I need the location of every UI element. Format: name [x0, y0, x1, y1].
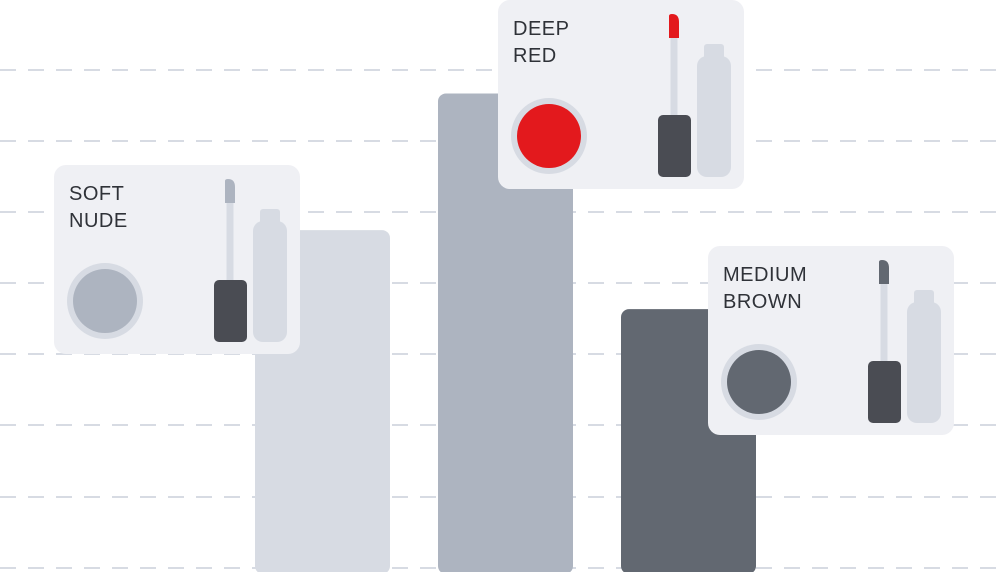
- shade-card-1: SOFT NUDE: [54, 165, 300, 354]
- lip-gloss-bottle-icon: [697, 44, 731, 177]
- bottle-body: [697, 56, 731, 177]
- card-label: SOFT NUDE: [69, 183, 128, 232]
- lip-gloss-wand-icon: [214, 179, 247, 342]
- bar-2: [438, 93, 573, 572]
- lip-gloss-bottle-icon: [253, 209, 287, 342]
- swatch-fill: [73, 269, 137, 333]
- card-label-line: DEEP: [513, 18, 569, 40]
- bottle-body: [907, 302, 941, 423]
- card-label-line: SOFT: [69, 183, 124, 205]
- wand-cap: [868, 361, 901, 423]
- card-label: DEEP RED: [513, 18, 569, 67]
- lip-swatch-icon: [67, 263, 143, 339]
- wand-cap: [658, 115, 691, 177]
- wand-stick: [226, 197, 234, 287]
- wand-stick: [880, 278, 888, 368]
- swatch-fill: [517, 104, 581, 168]
- lip-gloss-wand-icon: [868, 260, 901, 423]
- bottle-body: [253, 221, 287, 342]
- wand-tip: [225, 179, 235, 203]
- lip-gloss-wand-icon: [658, 14, 691, 177]
- card-label-line: RED: [513, 45, 557, 67]
- shade-card-2: DEEP RED: [498, 0, 744, 189]
- lip-swatch-icon: [511, 98, 587, 174]
- lip-gloss-bottle-icon: [907, 290, 941, 423]
- shade-cards: SOFT NUDE DEEP RED MEDIUM BROWN: [54, 0, 954, 435]
- card-label-line: BROWN: [723, 291, 802, 313]
- wand-stick: [670, 32, 678, 122]
- swatch-fill: [727, 350, 791, 414]
- lip-swatch-icon: [721, 344, 797, 420]
- card-label: MEDIUM BROWN: [723, 264, 807, 313]
- wand-tip: [879, 260, 889, 284]
- card-label-line: NUDE: [69, 210, 128, 232]
- card-label-line: MEDIUM: [723, 264, 807, 286]
- shade-card-3: MEDIUM BROWN: [708, 246, 954, 435]
- wand-tip: [669, 14, 679, 38]
- wand-cap: [214, 280, 247, 342]
